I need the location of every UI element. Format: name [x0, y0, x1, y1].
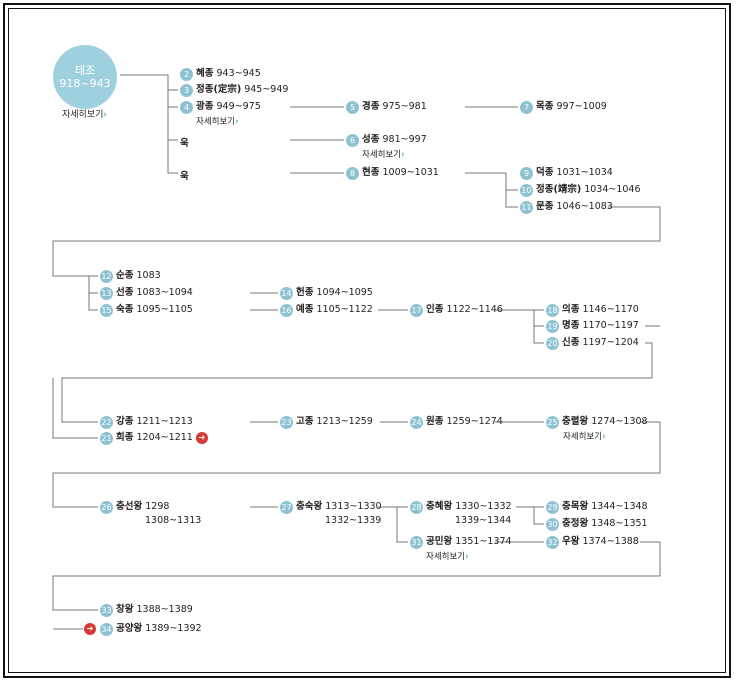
king-25-detail-link[interactable]: 자세히보기› — [563, 432, 606, 442]
root-king-taejo[interactable]: 태조 918~943 — [53, 45, 117, 109]
root-name: 태조 — [74, 64, 96, 77]
king-4-detail-link[interactable]: 자세히보기› — [196, 117, 239, 127]
arrow-right-icon[interactable]: ➜ — [195, 432, 208, 444]
king-27-years-2: 1332~1339 — [325, 515, 382, 526]
wook-label-2: 욱 — [180, 171, 189, 182]
root-detail-link[interactable]: 자세히보기› — [62, 110, 108, 120]
arrow-right-icon[interactable]: ➜ — [84, 623, 96, 635]
king-26-years-2: 1308~1313 — [145, 515, 202, 526]
wook-label-1: 욱 — [180, 138, 189, 149]
outer-frame — [3, 3, 731, 678]
king-28-years-2: 1339~1344 — [455, 515, 512, 526]
king-31-detail-link[interactable]: 자세히보기› — [426, 552, 469, 562]
king-6-detail-link[interactable]: 자세히보기› — [362, 150, 405, 160]
inner-frame — [8, 8, 726, 673]
root-years: 918~943 — [59, 77, 111, 90]
